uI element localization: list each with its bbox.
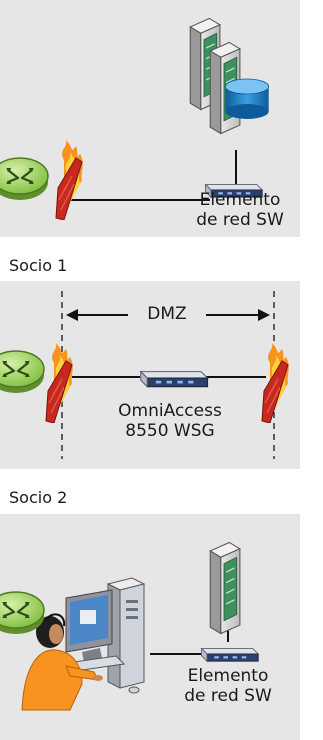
label-line: 8550 WSG <box>125 421 215 441</box>
omniaccess-label: OmniAccess 8550 WSG <box>100 401 240 441</box>
diagram-panel-dmz: DMZ OmniAccess 8550 WSG <box>0 281 300 469</box>
section-title-partner-2: Socio 2 <box>9 488 68 507</box>
diagram-panel-top: Elemento de red SW <box>0 0 300 237</box>
dmz-label: DMZ <box>147 304 187 324</box>
label-line: de red SW <box>196 210 284 230</box>
section-title-partner-1: Socio 1 <box>9 256 68 275</box>
network-element-label: Elemento de red SW <box>170 190 310 230</box>
network-element-label: Elemento de red SW <box>158 666 298 706</box>
router-icon <box>0 349 46 395</box>
label-line: OmniAccess <box>118 401 222 421</box>
router-icon <box>0 156 50 202</box>
label-line: de red SW <box>184 686 272 706</box>
firewall-icon <box>45 343 74 423</box>
server-icon <box>209 541 241 635</box>
network-switch-icon <box>140 371 209 388</box>
firewall-icon <box>261 343 290 423</box>
label-line: Elemento <box>199 190 281 210</box>
firewall-icon <box>55 140 84 220</box>
diagram-panel-bottom: Elemento de red SW <box>0 514 300 740</box>
dmz-arrow-head-right <box>258 309 270 321</box>
label-line: Elemento <box>187 666 269 686</box>
workstation-user-icon <box>21 577 146 711</box>
dmz-arrow-head-left <box>66 309 78 321</box>
network-switch-icon <box>200 647 259 662</box>
database-icon <box>224 78 270 120</box>
